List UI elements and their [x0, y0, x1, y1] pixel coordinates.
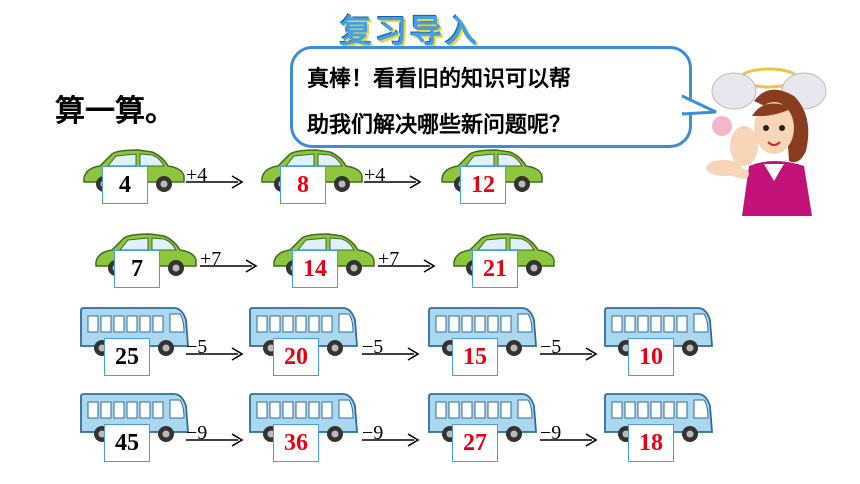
arrow-right-icon — [362, 346, 420, 365]
arrow-right-icon — [186, 346, 244, 365]
bus-icon — [78, 306, 190, 362]
answer-number: 10 — [628, 338, 674, 376]
arrow-right-icon — [200, 258, 258, 277]
operation-label: −9 — [186, 422, 208, 444]
arrow-right-icon — [186, 174, 244, 193]
answer-number: 12 — [460, 166, 506, 204]
prompt-label: 算一算。 — [55, 94, 175, 129]
start-number: 4 — [102, 166, 148, 204]
start-number: 25 — [104, 338, 150, 376]
operation-label: +7 — [378, 248, 400, 270]
bubble-line-2: 助我们解决哪些新问题呢？ — [307, 113, 572, 138]
bubble-tail-icon — [682, 94, 717, 116]
arrow-right-icon — [364, 174, 422, 193]
bubble-line-1: 真棒！看看旧的知识可以帮 — [307, 67, 572, 92]
answer-number: 18 — [628, 424, 674, 462]
operation-label: −9 — [540, 422, 562, 444]
answer-number: 27 — [452, 424, 498, 462]
operation-label: +7 — [200, 248, 222, 270]
operation-label: −5 — [186, 336, 208, 358]
operation-label: −5 — [540, 336, 562, 358]
teacher-illustration-icon — [706, 67, 827, 216]
answer-number: 15 — [452, 338, 498, 376]
start-number: 45 — [104, 424, 150, 462]
arrow-right-icon — [362, 432, 420, 451]
start-number: 7 — [114, 250, 160, 288]
bus-icon — [602, 306, 714, 362]
arrow-right-icon — [540, 346, 598, 365]
answer-number: 8 — [280, 166, 326, 204]
operation-label: +4 — [186, 164, 208, 186]
arrow-right-icon — [540, 432, 598, 451]
arrow-right-icon — [186, 432, 244, 451]
bus-icon — [247, 392, 359, 448]
arrow-right-icon — [378, 258, 436, 277]
answer-number: 20 — [273, 338, 319, 376]
operation-label: +4 — [364, 164, 386, 186]
answer-number: 21 — [472, 250, 518, 288]
operation-label: −9 — [362, 422, 384, 444]
answer-number: 36 — [273, 424, 319, 462]
speech-bubble: 真棒！看看旧的知识可以帮 助我们解决哪些新问题呢？ — [290, 46, 692, 148]
page-title: 复习导入 — [340, 12, 481, 50]
operation-label: −5 — [362, 336, 384, 358]
bus-icon — [247, 306, 359, 362]
bus-icon — [426, 306, 538, 362]
answer-number: 14 — [292, 250, 338, 288]
